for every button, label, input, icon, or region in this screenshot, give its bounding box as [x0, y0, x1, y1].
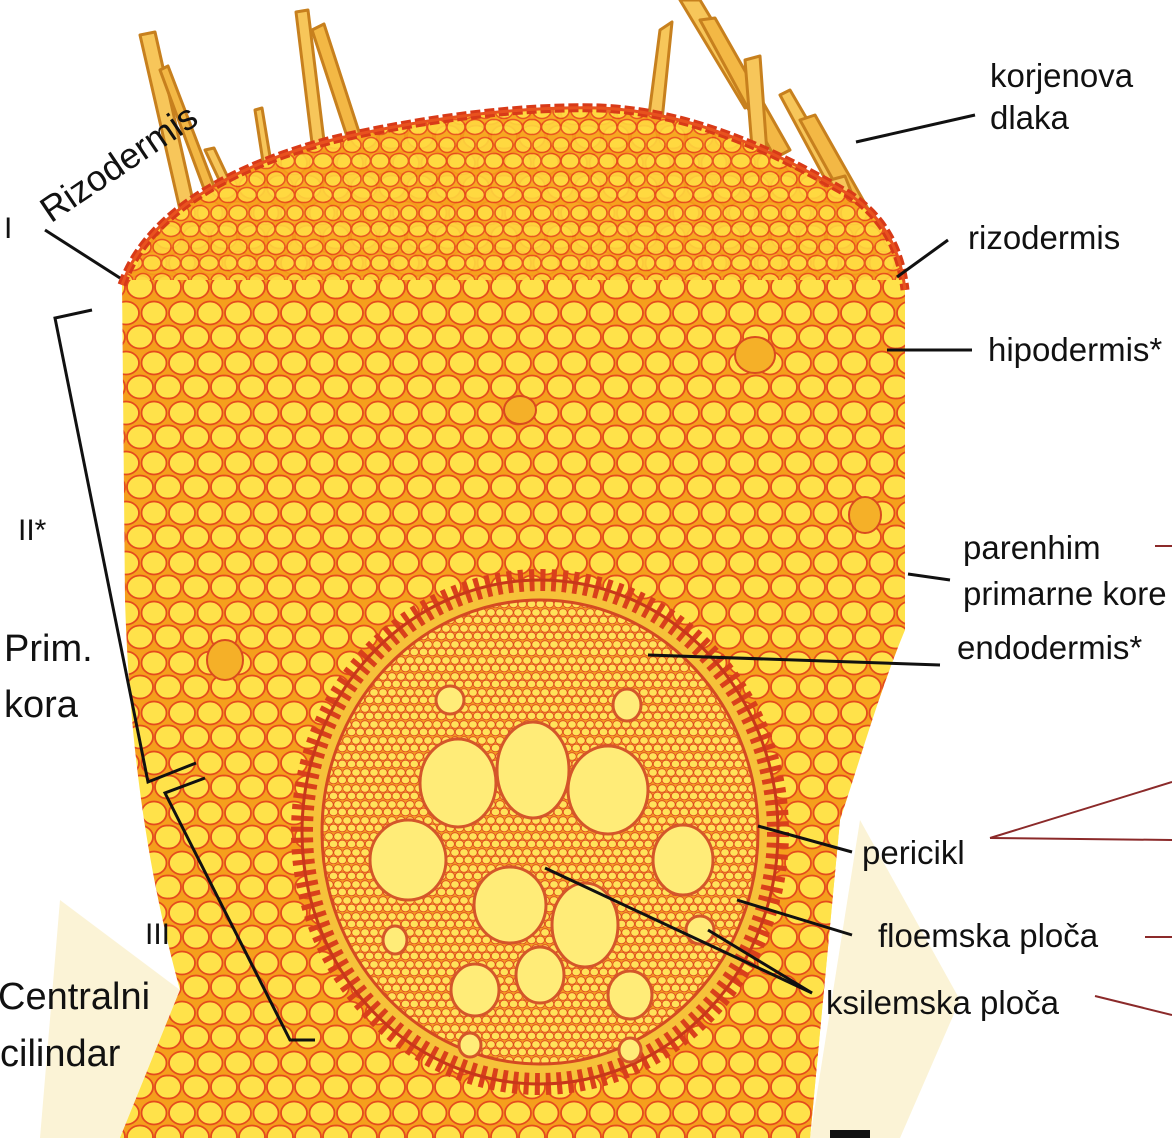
region-label-iii: III [145, 918, 170, 952]
region-label-ii: II* [18, 514, 46, 548]
label-floemska-ploca: floemska ploča [878, 918, 1098, 955]
label-primarne-kore: primarne kore [963, 576, 1172, 613]
region-label-i: I [4, 212, 12, 246]
label-pericikl: pericikl [862, 835, 965, 872]
label-parenhim: parenhim [963, 530, 1101, 567]
label-endodermis: endodermis* [957, 630, 1142, 667]
label-hipodermis: hipodermis* [988, 332, 1162, 369]
label-ksilemska-ploca: ksilemska ploča [826, 985, 1059, 1022]
label-rizodermis: rizodermis [968, 220, 1120, 257]
region-name-cilindar: cilindar [0, 1033, 120, 1076]
region-name-prim: Prim. [4, 628, 93, 671]
region-name-kora: kora [4, 684, 78, 727]
label-dlaka: dlaka [990, 100, 1069, 137]
label-korjenova: korjenova [990, 58, 1133, 95]
region-name-centralni: Centralni [0, 976, 150, 1019]
